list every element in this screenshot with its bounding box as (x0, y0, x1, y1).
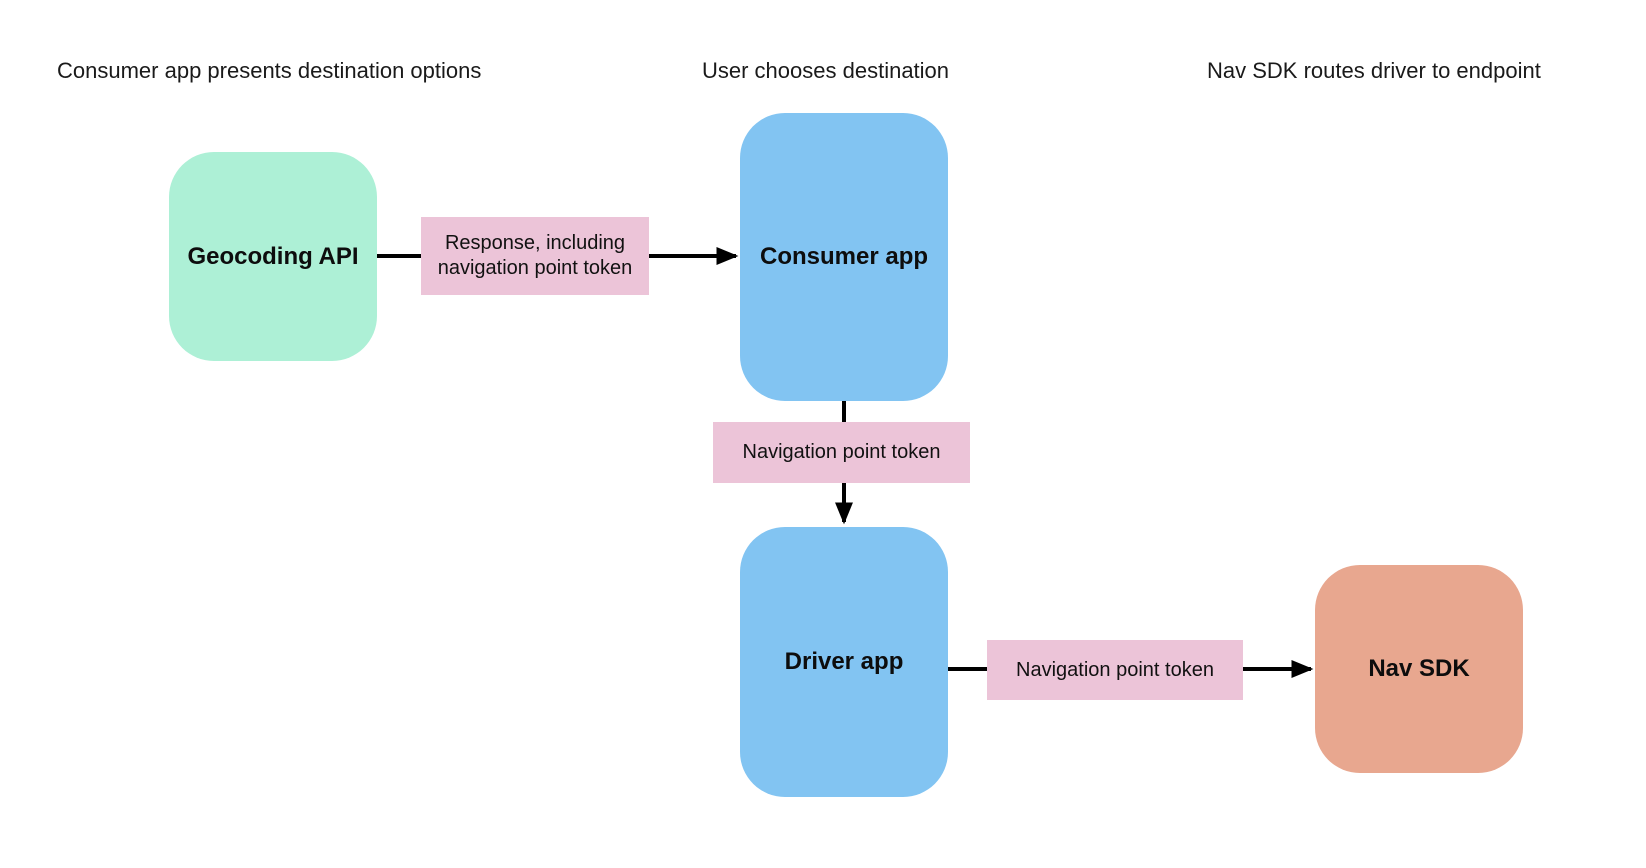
edge-label-navigation-point-token-2: Navigation point token (987, 640, 1243, 700)
node-driver-app: Driver app (740, 527, 948, 797)
node-nav-sdk: Nav SDK (1315, 565, 1523, 773)
column-header-consumer-presents-options: Consumer app presents destination option… (57, 58, 482, 83)
column-header-user-chooses-destination: User chooses destination (702, 58, 950, 83)
column-header-nav-sdk-routes-driver: Nav SDK routes driver to endpoint (1207, 58, 1541, 83)
edge-label-navigation-point-token-1: Navigation point token (713, 422, 970, 483)
node-geocoding-api: Geocoding API (169, 152, 377, 361)
node-consumer-app: Consumer app (740, 113, 948, 401)
edge-label-response-including-token: Response, including navigation point tok… (421, 217, 649, 295)
